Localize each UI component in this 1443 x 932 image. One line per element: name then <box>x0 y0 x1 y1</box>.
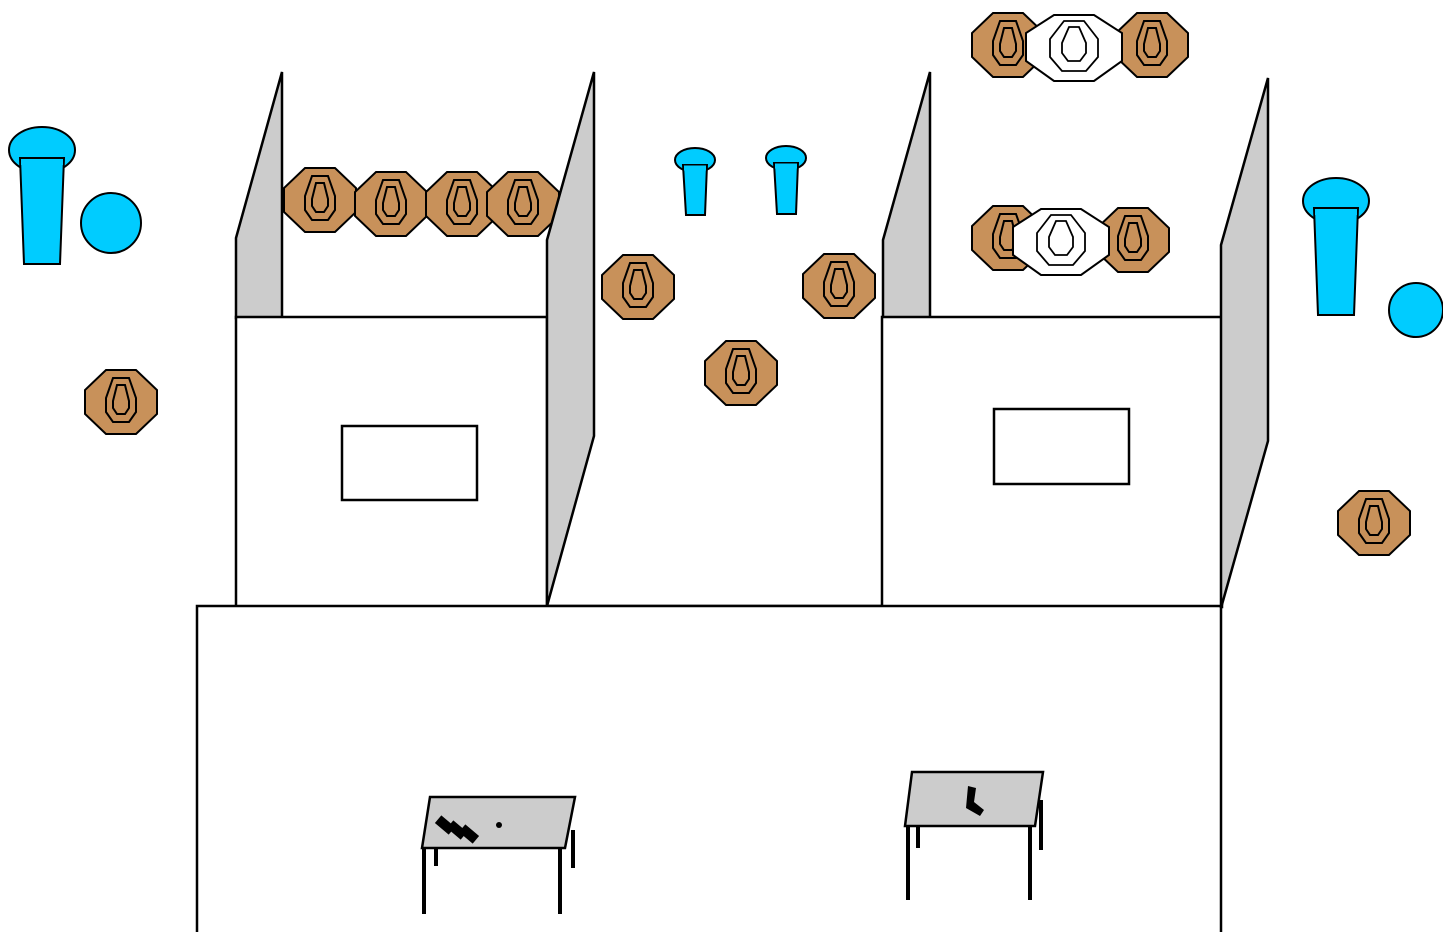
paper-target <box>283 167 357 233</box>
right-box-left-wing <box>881 71 932 320</box>
left-box-left-wing <box>234 71 284 320</box>
left-box-right-wing <box>545 71 596 607</box>
paper-target <box>1337 490 1411 556</box>
paper-target <box>354 171 428 237</box>
round-icon <box>496 822 502 828</box>
magazine-icon <box>458 824 480 844</box>
left-window <box>340 424 479 502</box>
paper-target <box>1115 12 1189 78</box>
shooting-area <box>195 604 1223 932</box>
table-right <box>903 770 1045 900</box>
paper-target <box>601 254 675 320</box>
right-box-right-wing <box>1219 77 1270 609</box>
magazine-icon <box>446 820 468 840</box>
paper-target <box>84 369 158 435</box>
paper-target <box>802 253 876 319</box>
steel-popper-icon <box>765 145 807 215</box>
steel-plate-icon <box>80 192 142 254</box>
pistol-icon <box>966 786 984 816</box>
steel-popper-icon <box>674 147 716 216</box>
steel-popper-icon <box>8 126 76 265</box>
steel-popper-icon <box>1302 177 1370 316</box>
steel-plate-icon <box>1388 282 1443 338</box>
paper-target <box>486 171 560 237</box>
no-shoot-target <box>1025 14 1123 82</box>
no-shoot-target <box>1012 208 1110 276</box>
right-window <box>992 407 1131 486</box>
table-left <box>420 795 577 914</box>
paper-target <box>704 340 778 406</box>
